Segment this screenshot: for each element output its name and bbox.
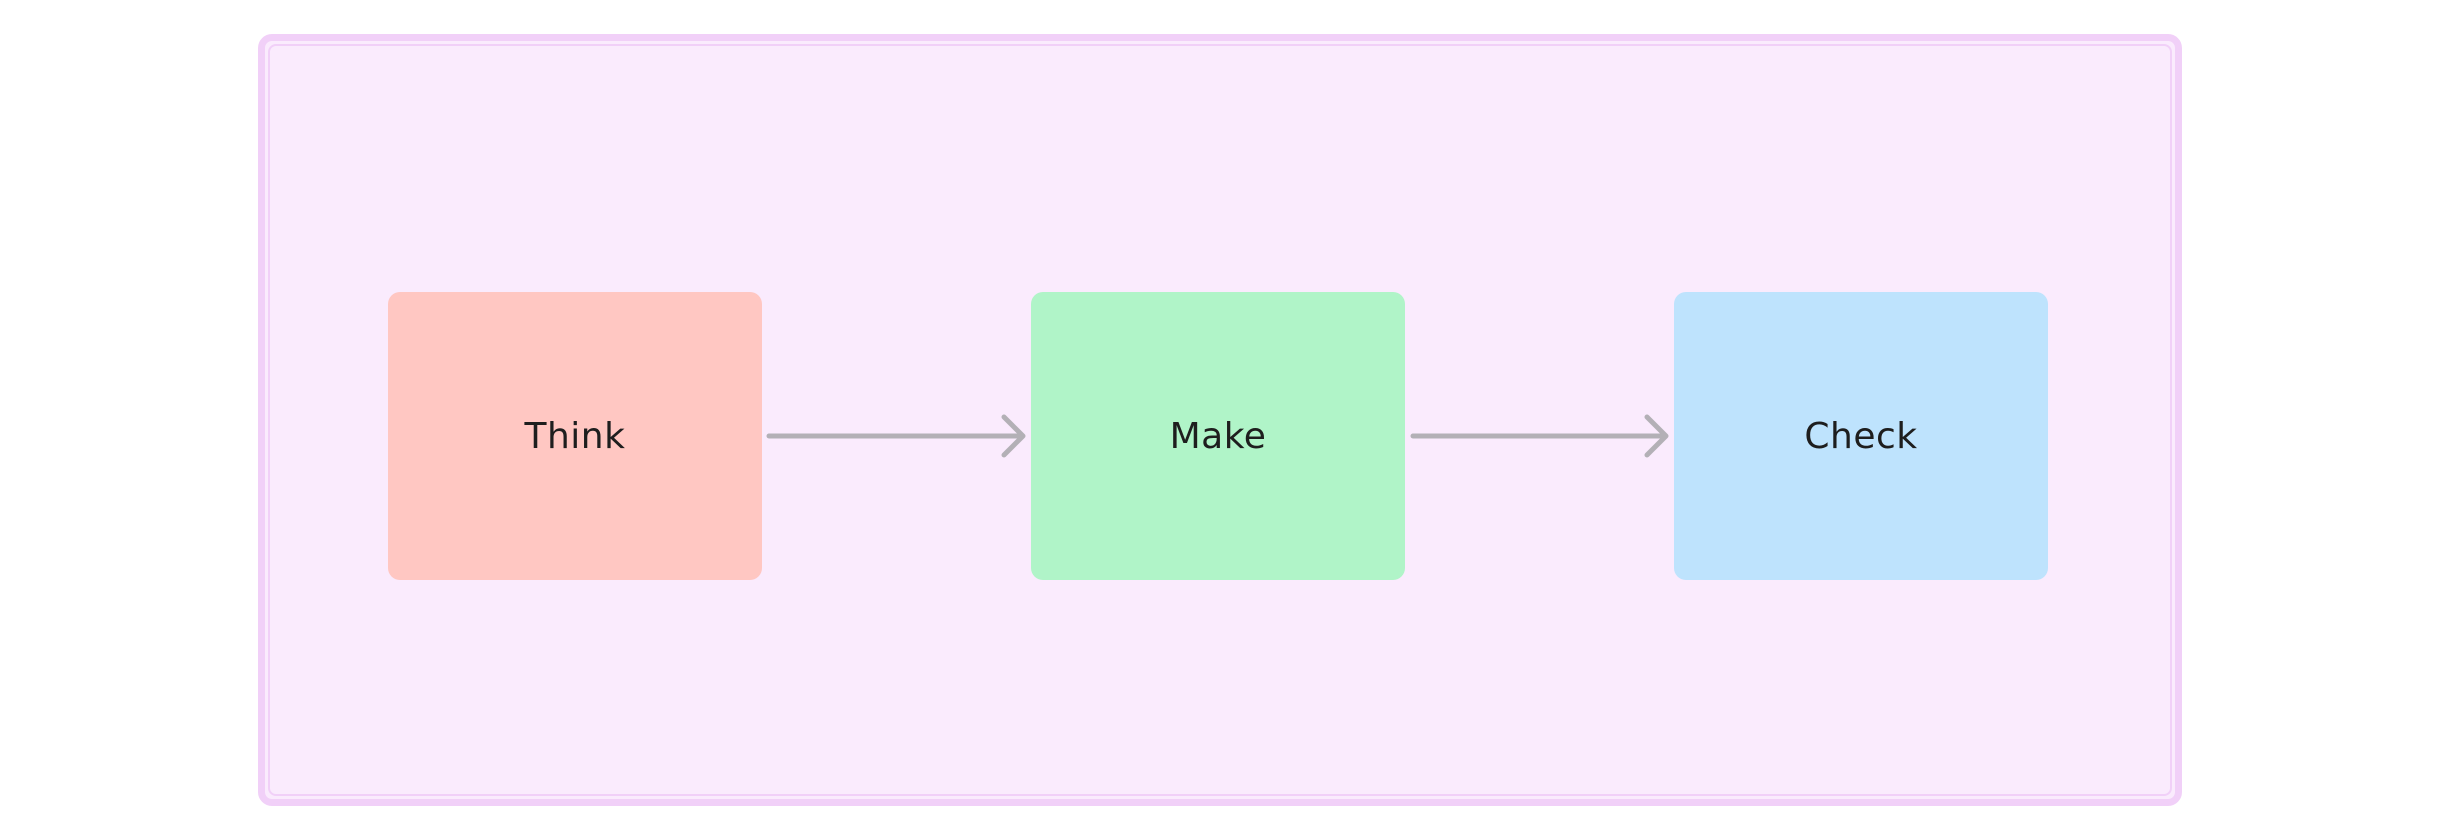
node-make[interactable]: Make bbox=[1031, 292, 1405, 580]
node-think-label: Think bbox=[524, 415, 626, 457]
node-make-label: Make bbox=[1169, 415, 1267, 457]
node-think[interactable]: Think bbox=[388, 292, 762, 580]
node-check[interactable]: Check bbox=[1674, 292, 2048, 580]
node-check-label: Check bbox=[1804, 415, 1918, 457]
